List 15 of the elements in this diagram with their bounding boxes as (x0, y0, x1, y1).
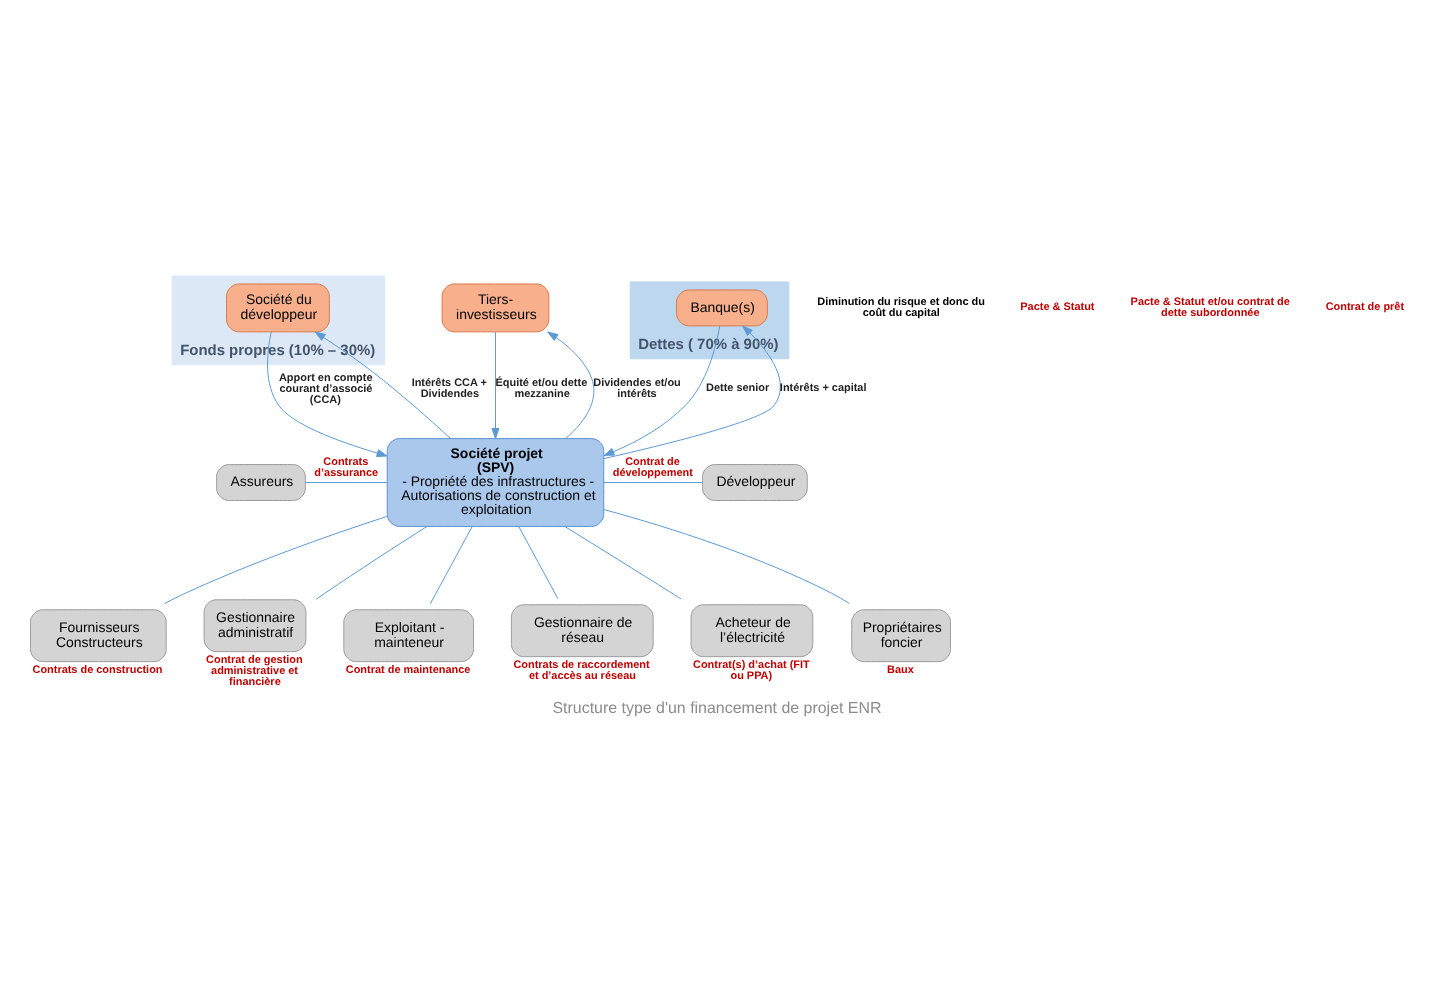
connector (305, 482, 388, 484)
connector (429, 525, 473, 605)
caption: Structure type d'un financement de projet ENR (552, 698, 882, 717)
arrow (603, 325, 721, 457)
connector (603, 482, 703, 484)
arrow (314, 331, 451, 439)
connector (315, 526, 428, 600)
arrow (603, 325, 781, 460)
arrow (547, 331, 595, 439)
arrow (267, 331, 388, 458)
connector (518, 525, 559, 600)
connector (564, 526, 682, 600)
arrow (491, 331, 500, 439)
connector (603, 509, 850, 605)
connector (164, 515, 388, 605)
